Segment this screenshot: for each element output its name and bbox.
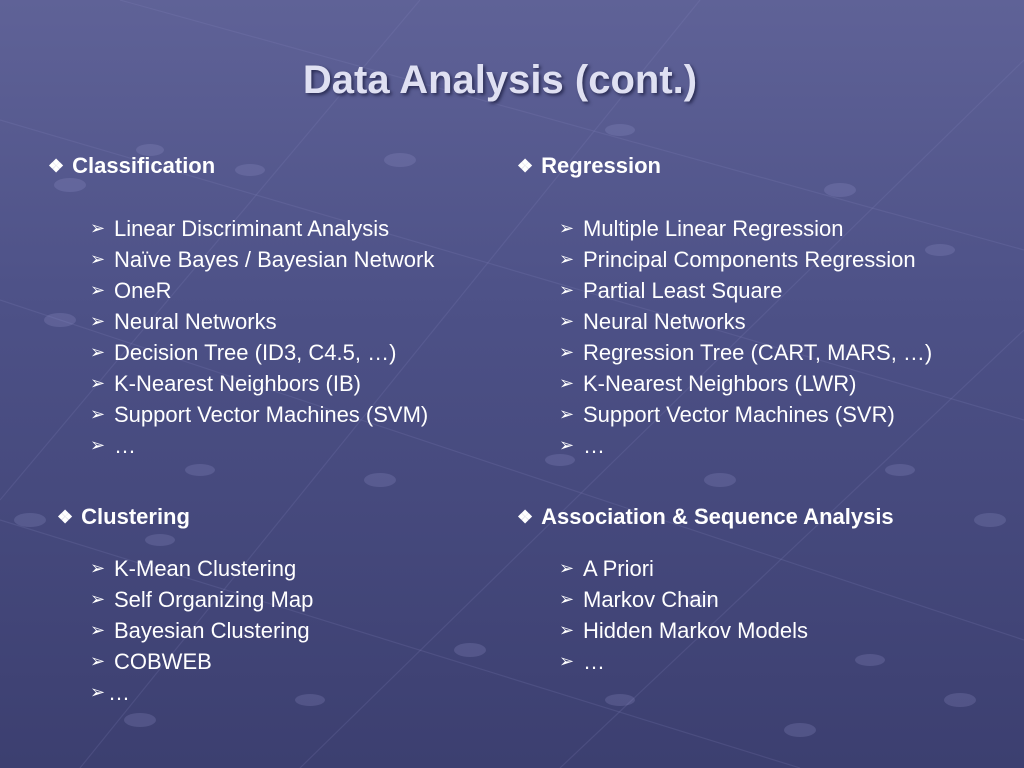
list-item: ➢ Self Organizing Map <box>90 584 313 615</box>
list-item-label: Multiple Linear Regression <box>583 216 844 241</box>
list-item: ➢ Support Vector Machines (SVM) <box>90 399 434 430</box>
list-item: ➢ Support Vector Machines (SVR) <box>559 399 932 430</box>
list-item: ➢ Decision Tree (ID3, C4.5, …) <box>90 337 434 368</box>
list-item-label: … <box>583 433 605 458</box>
list-item-label: Support Vector Machines (SVM) <box>114 402 429 427</box>
arrow-bullet-icon: ➢ <box>90 651 106 671</box>
list-item-label: COBWEB <box>114 649 212 674</box>
list-item: ➢ Neural Networks <box>559 306 932 337</box>
list-item: ➢ K-Mean Clustering <box>90 553 313 584</box>
slide-title: Data Analysis (cont.) <box>302 58 698 102</box>
association-heading: ❖ Association & Sequence Analysis <box>517 503 894 531</box>
list-item: ➢ Regression Tree (CART, MARS, …) <box>559 337 932 368</box>
regression-section: ❖ Regression ➢ Multiple Linear Regression… <box>517 152 932 461</box>
list-item-label: OneR <box>114 278 172 303</box>
arrow-bullet-icon: ➢ <box>90 249 106 269</box>
arrow-bullet-icon: ➢ <box>559 589 575 609</box>
list-item: ➢ Naïve Bayes / Bayesian Network <box>90 244 434 275</box>
arrow-bullet-icon: ➢ <box>559 404 575 424</box>
arrow-bullet-icon: ➢ <box>90 342 106 362</box>
classification-section: ❖ Classification ➢ Linear Discriminant An… <box>48 152 434 461</box>
association-section: ❖ Association & Sequence Analysis ➢ A Pri… <box>517 503 894 677</box>
list-item: ➢ K-Nearest Neighbors (IB) <box>90 368 434 399</box>
arrow-bullet-icon: ➢ <box>90 682 106 702</box>
four-diamond-icon: ❖ <box>517 506 534 527</box>
arrow-bullet-icon: ➢ <box>559 311 575 331</box>
list-item-label: Linear Discriminant Analysis <box>114 216 390 241</box>
list-item-label: Bayesian Clustering <box>114 618 310 643</box>
list-item-label: K-Nearest Neighbors (LWR) <box>583 371 857 396</box>
arrow-bullet-icon: ➢ <box>559 249 575 269</box>
classification-list: ➢ Linear Discriminant Analysis ➢ Naïve Bay… <box>90 213 434 461</box>
association-heading-label: Association & Sequence Analysis <box>541 504 894 529</box>
regression-heading: ❖ Regression <box>517 152 932 180</box>
clustering-list: ➢K-Mean Clustering ➢Self Organizing Map … <box>90 553 313 708</box>
classification-heading: ❖ Classification <box>48 152 434 180</box>
arrow-bullet-icon: ➢ <box>90 589 106 609</box>
arrow-bullet-icon: ➢ <box>559 280 575 300</box>
list-item-label: Neural Networks <box>114 309 277 334</box>
list-item-label: Naïve Bayes / Bayesian Network <box>114 247 435 272</box>
list-item-label: Neural Networks <box>583 309 746 334</box>
list-item: ➢ Linear Discriminant Analysis <box>90 213 434 244</box>
arrow-bullet-icon: ➢ <box>90 558 106 578</box>
list-item: ➢ Neural Networks <box>90 306 434 337</box>
four-diamond-icon: ❖ <box>48 155 65 176</box>
list-item: ➢ Multiple Linear Regression <box>559 213 932 244</box>
list-item-label: … <box>108 680 130 705</box>
classification-heading-label: Classification <box>72 153 216 178</box>
arrow-bullet-icon: ➢ <box>90 435 106 455</box>
list-item: ➢ Bayesian Clustering <box>90 615 313 646</box>
arrow-bullet-icon: ➢ <box>90 311 106 331</box>
arrow-bullet-icon: ➢ <box>90 280 106 300</box>
list-item-label: Regression Tree (CART, MARS, …) <box>583 340 933 365</box>
list-item: ➢ OneR <box>90 275 434 306</box>
list-item: ➢ COBWEB <box>90 646 313 677</box>
list-item-label: Principal Components Regression <box>583 247 916 272</box>
list-item: ➢… <box>90 677 313 708</box>
list-item: ➢… <box>559 646 894 677</box>
arrow-bullet-icon: ➢ <box>559 218 575 238</box>
clustering-section: ❖ Clustering ➢ K-Mean Clustering ➢ Self Or… <box>57 503 313 708</box>
list-item-label: Hidden Markov Models <box>583 618 808 643</box>
arrow-bullet-icon: ➢ <box>90 620 106 640</box>
list-item: ➢ K-Nearest Neighbors (LWR) <box>559 368 932 399</box>
list-item-label: … <box>583 649 605 674</box>
list-item-label: K-Mean Clustering <box>114 556 297 581</box>
list-item-label: Markov Chain <box>583 587 719 612</box>
arrow-bullet-icon: ➢ <box>559 342 575 362</box>
list-item: ➢… <box>90 430 434 461</box>
clustering-heading: ❖ Clustering <box>57 503 313 531</box>
list-item-label: Decision Tree (ID3, C4.5, …) <box>114 340 397 365</box>
regression-list: ➢ Multiple Linear Regression ➢ Principal C… <box>559 213 932 461</box>
regression-heading-label: Regression <box>541 153 661 178</box>
list-item-label: K-Nearest Neighbors (IB) <box>114 371 361 396</box>
list-item: ➢… <box>559 430 932 461</box>
list-item: ➢ Hidden Markov Models <box>559 615 894 646</box>
four-diamond-icon: ❖ <box>517 155 534 176</box>
arrow-bullet-icon: ➢ <box>90 373 106 393</box>
list-item-label: Self Organizing Map <box>114 587 314 612</box>
arrow-bullet-icon: ➢ <box>559 373 575 393</box>
list-item-label: Partial Least Square <box>583 278 783 303</box>
list-item-label: Support Vector Machines (SVR) <box>583 402 895 427</box>
association-list: ➢ A Priori ➢ Markov Chain ➢ Hidden Markov M… <box>559 553 894 677</box>
arrow-bullet-icon: ➢ <box>559 435 575 455</box>
list-item-label: A Priori <box>583 556 654 581</box>
arrow-bullet-icon: ➢ <box>559 558 575 578</box>
list-item: ➢ Principal Components Regression <box>559 244 932 275</box>
list-item: ➢ Partial Least Square <box>559 275 932 306</box>
arrow-bullet-icon: ➢ <box>559 620 575 640</box>
list-item-label: … <box>114 433 136 458</box>
arrow-bullet-icon: ➢ <box>559 651 575 671</box>
list-item: ➢ A Priori <box>559 553 894 584</box>
clustering-heading-label: Clustering <box>81 504 190 529</box>
arrow-bullet-icon: ➢ <box>90 404 106 424</box>
list-item: ➢ Markov Chain <box>559 584 894 615</box>
four-diamond-icon: ❖ <box>57 506 74 527</box>
arrow-bullet-icon: ➢ <box>90 218 106 238</box>
